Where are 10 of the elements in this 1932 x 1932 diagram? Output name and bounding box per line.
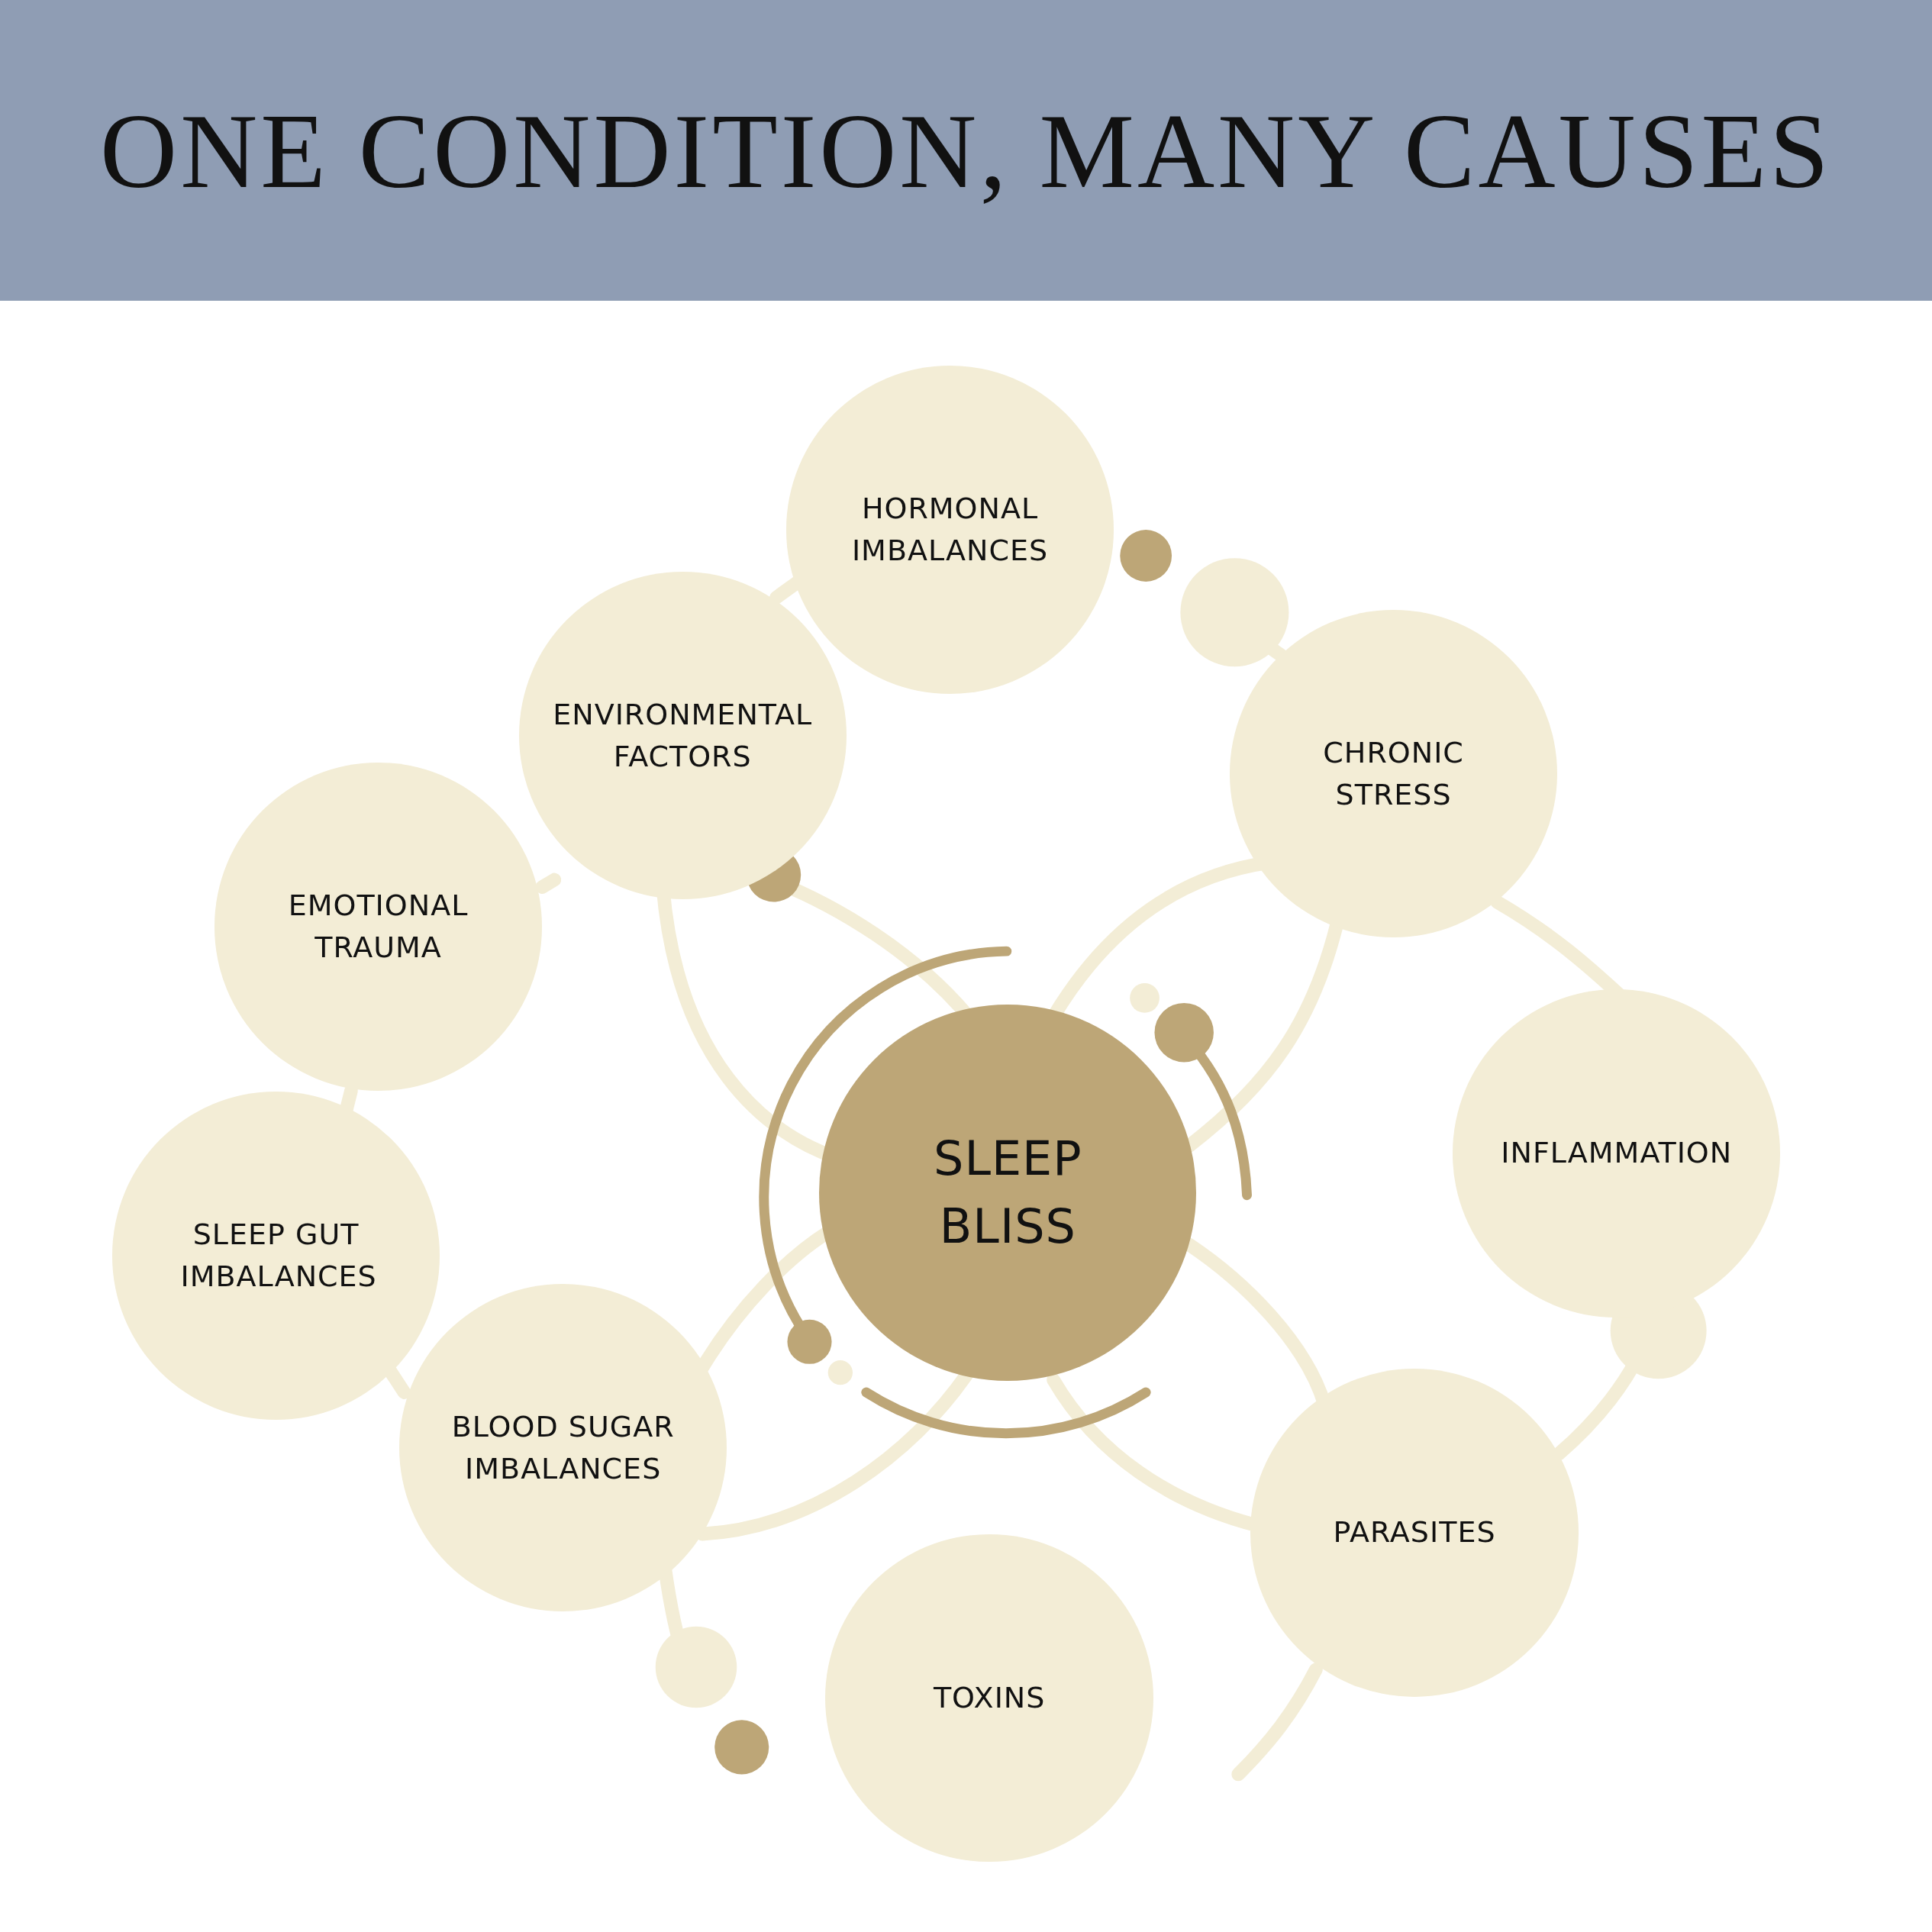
node-label: BLOOD SUGAR IMBALANCES — [450, 1408, 676, 1487]
node-label: INFLAMMATION — [1500, 1135, 1734, 1172]
node-label: EMOTIONAL TRAUMA — [287, 887, 469, 966]
node-label: SLEEP BLISS — [933, 1129, 1083, 1256]
node-label: CHRONIC STRESS — [1322, 734, 1465, 813]
node-label: TOXINS — [932, 1679, 1047, 1716]
node-label: PARASITES — [1332, 1514, 1497, 1551]
title: ONE CONDITION, MANY CAUSES — [100, 90, 1832, 211]
node-label: ENVIRONMENTAL FACTORS — [552, 696, 814, 775]
node-label: HORMONAL IMBALANCES — [850, 490, 1050, 569]
